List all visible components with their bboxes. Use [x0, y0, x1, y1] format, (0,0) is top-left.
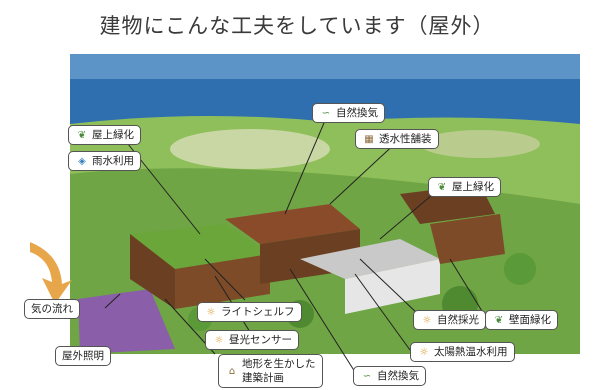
- label-text: 屋上緑化: [92, 129, 134, 141]
- label-text: 屋上緑化: [452, 181, 494, 193]
- label-text: 昼光センサー: [229, 334, 292, 346]
- label-text: 自然換気: [336, 107, 378, 119]
- label-text: 壁面緑化: [509, 314, 551, 326]
- wind-leaf-icon: ∽: [362, 371, 372, 382]
- label-wall-green: ❦ 壁面緑化: [485, 310, 558, 330]
- label-roof-green-left: ❦ 屋上緑化: [68, 125, 141, 145]
- label-light-shelf: ☼ ライトシェルフ: [197, 302, 302, 322]
- pavement-icon: ▦: [364, 134, 374, 145]
- wind-leaf-icon: ∽: [321, 108, 331, 119]
- label-daylight-sensor: ☼ 昼光センサー: [205, 330, 299, 350]
- label-air-flow: 気の流れ: [24, 299, 80, 319]
- label-solar-water: ☼ 太陽熱温水利用: [410, 342, 515, 362]
- label-permeable-paving: ▦ 透水性舗装: [355, 129, 439, 149]
- label-text: 雨水利用: [92, 155, 134, 167]
- label-rainwater: ◈ 雨水利用: [68, 151, 141, 171]
- sun-icon: ☼: [214, 335, 224, 346]
- label-text: 自然換気: [377, 370, 419, 382]
- label-natural-vent-bottom: ∽ 自然換気: [353, 366, 426, 386]
- label-text: 自然採光: [437, 314, 479, 326]
- page-title: 建物にこんな工夫をしています（屋外）: [99, 14, 495, 38]
- label-text: 屋外照明: [62, 350, 104, 362]
- label-text: 太陽熱温水利用: [434, 346, 508, 358]
- label-text: 透水性舗装: [379, 133, 432, 145]
- label-text: ライトシェルフ: [221, 306, 295, 318]
- label-text: 気の流れ: [31, 303, 73, 315]
- label-outdoor-lighting: 屋外照明: [55, 346, 111, 366]
- label-natural-daylight: ☼ 自然採光: [413, 310, 486, 330]
- label-natural-vent-top: ∽ 自然換気: [312, 103, 385, 123]
- leaf-icon: ❦: [437, 182, 447, 193]
- sun-icon: ☼: [422, 315, 432, 326]
- label-roof-green-right: ❦ 屋上緑化: [428, 177, 501, 197]
- sun-icon: ☼: [206, 307, 216, 318]
- label-terrain-plan: ⌂ 地形を生かした 建築計画: [218, 354, 323, 388]
- leaf-icon: ❦: [494, 315, 504, 326]
- building-hill-icon: ⌂: [228, 366, 236, 377]
- leaf-icon: ❦: [77, 130, 87, 141]
- water-drop-icon: ◈: [78, 156, 86, 167]
- label-text-line1: 地形を生かした: [242, 358, 316, 370]
- label-text-line2: 建築計画: [242, 372, 284, 384]
- sun-icon: ☼: [419, 347, 429, 358]
